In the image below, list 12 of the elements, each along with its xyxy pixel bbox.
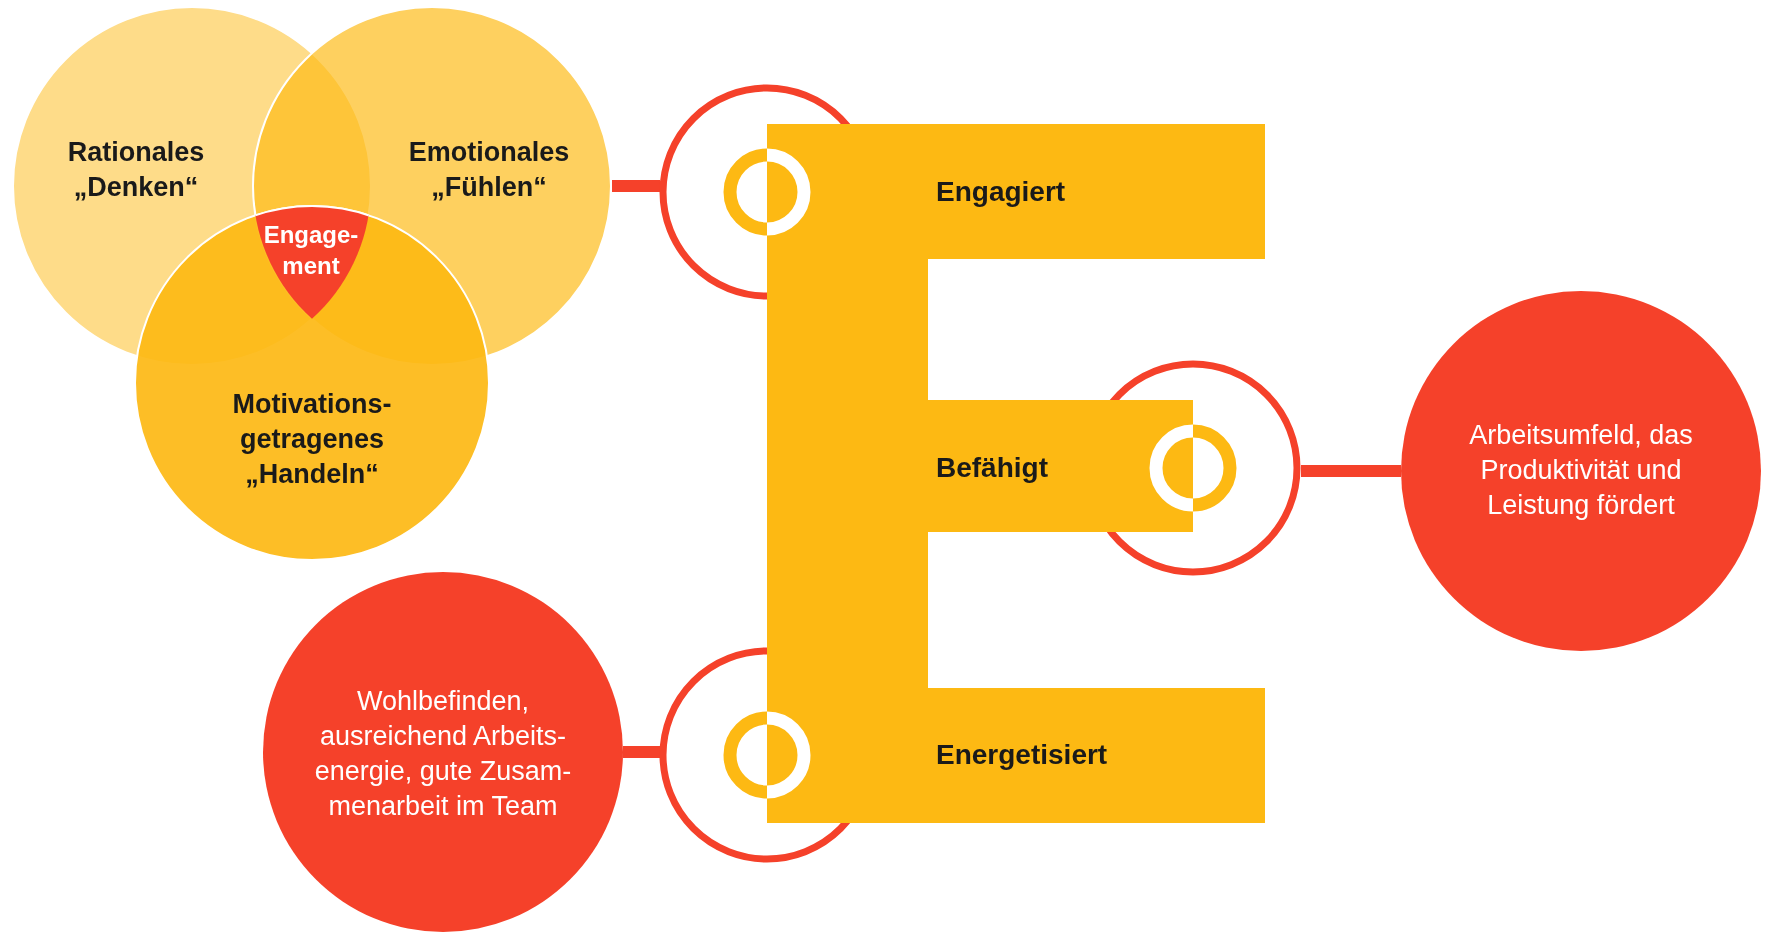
node-label: Engage- ment: [262, 219, 360, 281]
node-label: Motivations- getragenes „Handeln“: [231, 388, 393, 492]
connector-line: [612, 180, 660, 192]
arm-label: Befähigt: [936, 450, 1048, 485]
connector-line: [623, 746, 660, 758]
node-label: Rationales „Denken“: [66, 135, 206, 204]
node-label: Wohlbefinden, ausreichend Arbeits- energie, gute Zusam- menarbeit im Team: [313, 684, 573, 824]
arm-label: Energetisiert: [936, 737, 1108, 772]
arm-label: Engagiert: [936, 174, 1066, 209]
connector-line: [1301, 465, 1401, 477]
node-label: Emotionales „Fühlen“: [407, 135, 571, 204]
node-label: Arbeitsumfeld, das Produktivität und Leistung fördert: [1468, 419, 1694, 523]
